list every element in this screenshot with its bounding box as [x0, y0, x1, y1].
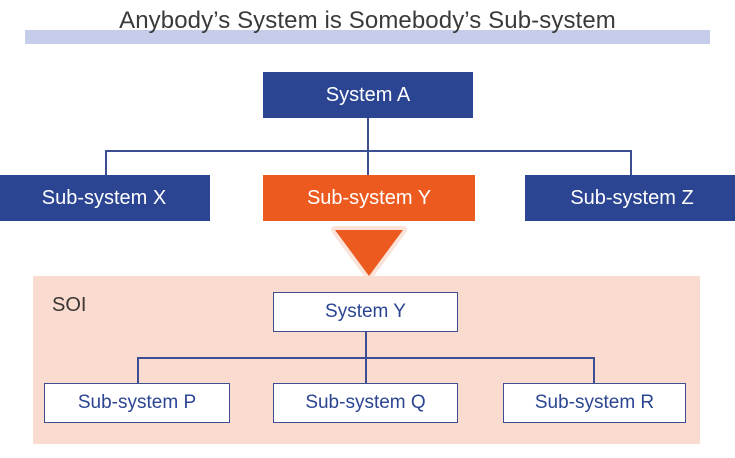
connector-system-a-stem [367, 118, 369, 151]
node-system-a[interactable]: System A [263, 72, 473, 118]
connector-to-subsystem-p [137, 357, 139, 383]
connector-to-subsystem-q [365, 357, 367, 383]
title-underline-band [25, 30, 710, 44]
connector-system-y-stem [365, 332, 367, 358]
node-subsystem-x[interactable]: Sub-system X [0, 175, 210, 221]
node-subsystem-p[interactable]: Sub-system P [44, 383, 230, 423]
node-subsystem-z[interactable]: Sub-system Z [525, 175, 735, 221]
connector-to-subsystem-x [105, 150, 107, 175]
connector-to-subsystem-z [630, 150, 632, 175]
node-subsystem-q[interactable]: Sub-system Q [273, 383, 458, 423]
connector-to-subsystem-y [367, 150, 369, 175]
down-triangle-icon [330, 226, 408, 280]
page-title: Anybody’s System is Somebody’s Sub-syste… [119, 7, 616, 34]
soi-label: SOI [52, 294, 87, 316]
node-subsystem-r[interactable]: Sub-system R [503, 383, 686, 423]
node-system-y[interactable]: System Y [273, 292, 458, 332]
connector-to-subsystem-r [593, 357, 595, 383]
node-subsystem-y[interactable]: Sub-system Y [263, 175, 475, 221]
